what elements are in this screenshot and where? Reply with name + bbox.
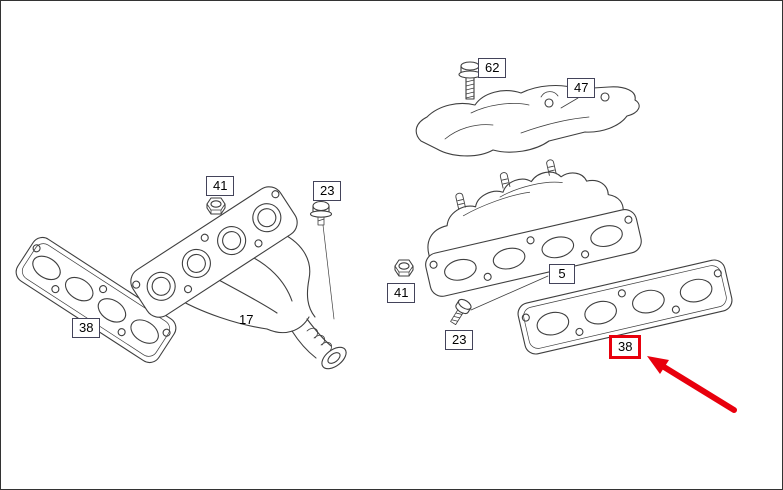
heat-shield-47-drawing bbox=[415, 84, 640, 157]
hex-nut-41-right-drawing bbox=[394, 259, 414, 277]
part-label-17: 17 bbox=[239, 312, 254, 327]
hex-nut-41-top-drawing bbox=[206, 197, 226, 215]
part-label-5[interactable]: 5 bbox=[549, 264, 575, 284]
leader-line-47 bbox=[560, 97, 579, 109]
part-label-41-top[interactable]: 41 bbox=[206, 176, 235, 196]
stud-bolt-23-right-drawing bbox=[450, 298, 472, 326]
part-label-47[interactable]: 47 bbox=[567, 78, 596, 98]
leader-line-23-top bbox=[322, 224, 335, 320]
part-label-23-top[interactable]: 23 bbox=[313, 181, 342, 201]
hex-bolt-23-top-drawing bbox=[309, 200, 335, 320]
part-label-38-left[interactable]: 38 bbox=[72, 318, 101, 338]
part-label-23-right[interactable]: 23 bbox=[445, 330, 474, 350]
part-label-62[interactable]: 62 bbox=[478, 58, 507, 78]
part-label-38-selected[interactable]: 38 bbox=[609, 335, 642, 359]
red-arrow bbox=[647, 356, 737, 413]
part-label-41-right[interactable]: 41 bbox=[387, 283, 416, 303]
exhaust-gasket-38-right-drawing bbox=[517, 259, 733, 355]
exhaust-gasket-38-left-drawing bbox=[15, 236, 177, 364]
exhaust-manifold-5-drawing bbox=[425, 159, 642, 311]
exhaust-manifold-17-drawing bbox=[130, 186, 347, 370]
leader-line-5 bbox=[470, 275, 549, 311]
